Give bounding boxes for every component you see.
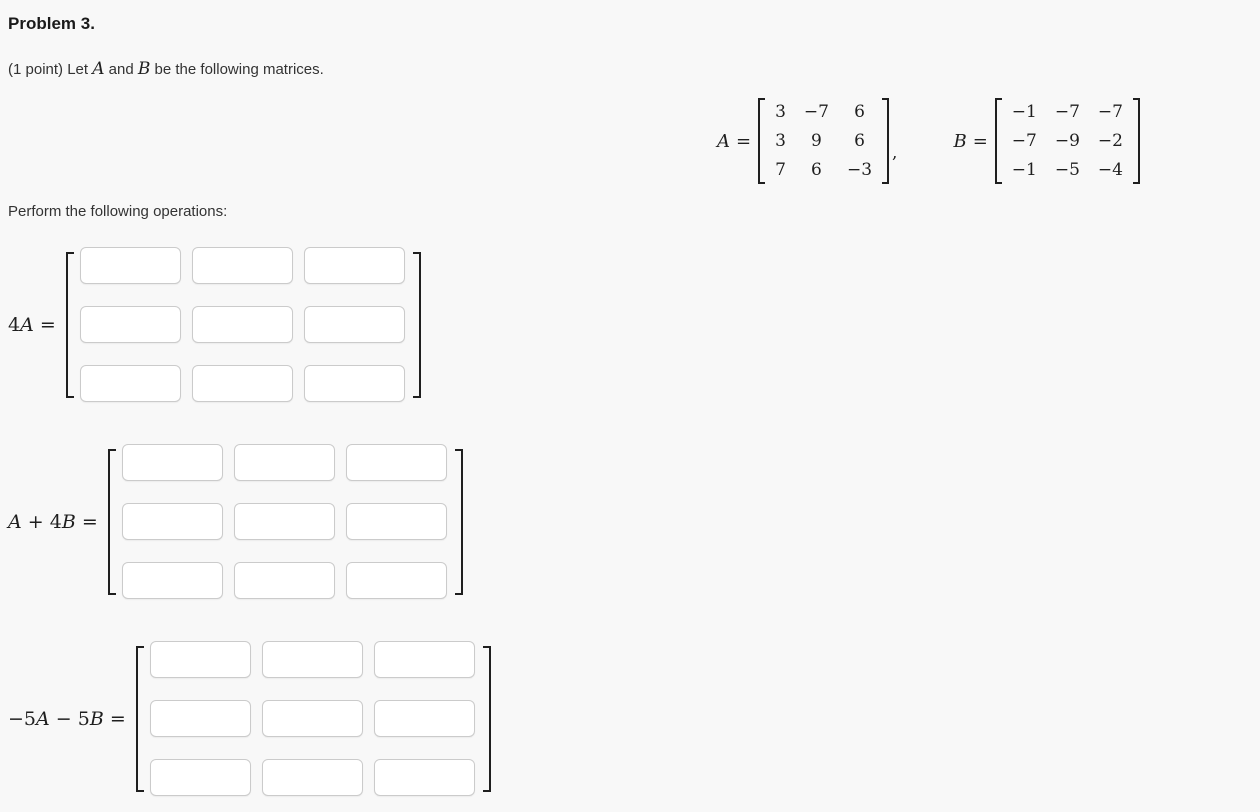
op-label-A-plus-4B: A + 4B = (8, 511, 98, 533)
op-label-token: = (75, 510, 98, 533)
answer-input-A+4B-r1c1[interactable] (121, 444, 223, 481)
matrix-a-label: A= (717, 131, 758, 152)
matrix-a-symbol: A (92, 59, 105, 79)
matrix-b-cell-r3c1: −1 (1011, 159, 1037, 180)
answer-input--5A-5B-r2c2[interactable] (261, 700, 363, 737)
op-label-token: 4 (8, 313, 21, 336)
matrix-a-cell-r3c1: 7 (775, 159, 786, 180)
answer-input-A+4B-r2c1[interactable] (121, 503, 223, 540)
op-label-4A: 4A = (8, 314, 56, 336)
answer-input--5A-5B-r3c2[interactable] (261, 759, 363, 796)
matrix-b-values: −1 −7 −7 −7 −9 −2 −1 −5 −4 (1002, 98, 1133, 185)
intro-line: (1 point) Let A and B be the following m… (8, 58, 1260, 81)
op-label-token: A (8, 510, 22, 533)
intro-prefix: (1 point) Let (8, 61, 93, 78)
matrix-a-cell-r1c1: 3 (775, 101, 786, 122)
answer-input-A+4B-r3c1[interactable] (121, 562, 223, 599)
matrix-a-name: A (717, 130, 730, 152)
answer-input-4A-r3c1[interactable] (79, 365, 181, 402)
matrix-b-symbol: B (137, 59, 151, 79)
answer-minus5A-minus-5B-right-bracket (482, 645, 491, 792)
matrix-b: −1 −7 −7 −7 −9 −2 −1 −5 −4 (994, 98, 1140, 185)
matrix-b-name: B (953, 130, 967, 152)
answer-A-plus-4B-right-bracket (454, 448, 463, 595)
matrix-b-equals: = (972, 130, 988, 152)
matrix-b-cell-r1c1: −1 (1011, 101, 1037, 122)
op-label-token: B (89, 707, 104, 730)
answer-input--5A-5B-r2c3[interactable] (373, 700, 475, 737)
answer-input-4A-r3c3[interactable] (303, 365, 405, 402)
answer-input--5A-5B-r1c1[interactable] (149, 641, 251, 678)
matrix-a-cell-r1c3: 6 (854, 101, 865, 122)
op-label-token: − 5 (49, 707, 90, 730)
op-label-minus5A-minus-5B: −5A − 5B = (8, 708, 126, 730)
answer-block-minus5A-minus-5B: −5A − 5B = (8, 641, 1260, 796)
answer-input-A+4B-r2c2[interactable] (233, 503, 335, 540)
answer-grid-A-plus-4B (121, 444, 447, 599)
op-label-token: = (103, 707, 126, 730)
answer-input-A+4B-r1c2[interactable] (233, 444, 335, 481)
answer-input-A+4B-r2c3[interactable] (345, 503, 447, 540)
answer-block-4A: 4A = (8, 247, 1260, 402)
answer-input-4A-r2c2[interactable] (191, 306, 293, 343)
matrix-a-cell-r3c3: −3 (846, 159, 873, 180)
matrix-a-cell-r2c1: 3 (775, 130, 786, 151)
matrix-a-cell-r2c2: 9 (811, 130, 822, 151)
matrix-a-cell-r2c3: 6 (854, 130, 865, 151)
matrix-b-cell-r1c3: −7 (1097, 101, 1123, 122)
answer-input-A+4B-r3c3[interactable] (345, 562, 447, 599)
op-label-token: + 4 (21, 510, 62, 533)
answer-block-A-plus-4B: A + 4B = (8, 444, 1260, 599)
answer-grid-4A (79, 247, 405, 402)
answer-input-A+4B-r1c3[interactable] (345, 444, 447, 481)
answer-4A-left-bracket (65, 251, 74, 398)
answer-4A-right-bracket (412, 251, 421, 398)
answer-input--5A-5B-r3c1[interactable] (149, 759, 251, 796)
answer-grid-minus5A-minus-5B (149, 641, 475, 796)
problem-title: Problem 3. (8, 14, 95, 33)
matrix-a-left-bracket (758, 98, 766, 184)
answer-input-A+4B-r3c2[interactable] (233, 562, 335, 599)
matrix-a: 3 −7 6 3 9 6 7 6 −3 (758, 98, 890, 185)
answer-input--5A-5B-r3c3[interactable] (373, 759, 475, 796)
matrix-b-right-bracket (1132, 98, 1140, 184)
answer-input-4A-r1c1[interactable] (79, 247, 181, 284)
matrix-b-cell-r2c3: −2 (1097, 130, 1123, 151)
answer-input-4A-r2c1[interactable] (79, 306, 181, 343)
op-label-token: A (20, 313, 34, 336)
answer-input-4A-r3c2[interactable] (191, 365, 293, 402)
matrix-b-cell-r2c1: −7 (1011, 130, 1037, 151)
op-label-token: = (33, 313, 56, 336)
matrix-b-cell-r3c3: −4 (1097, 159, 1123, 180)
answer-minus5A-minus-5B-left-bracket (135, 645, 144, 792)
answer-input--5A-5B-r1c3[interactable] (373, 641, 475, 678)
intro-suffix: be the following matrices. (150, 61, 324, 78)
matrix-b-cell-r1c2: −7 (1054, 101, 1080, 122)
matrix-a-cell-r3c2: 6 (811, 159, 822, 180)
matrix-b-cell-r2c2: −9 (1054, 130, 1080, 151)
answer-input--5A-5B-r1c2[interactable] (261, 641, 363, 678)
matrix-a-values: 3 −7 6 3 9 6 7 6 −3 (765, 98, 882, 185)
answer-input-4A-r1c2[interactable] (191, 247, 293, 284)
matrix-a-equals: = (736, 130, 752, 152)
matrix-b-label: B= (953, 131, 994, 152)
matrix-a-right-bracket (882, 98, 890, 184)
answer-input-4A-r1c3[interactable] (303, 247, 405, 284)
op-label-token: A (36, 707, 50, 730)
intro-mid: and (104, 61, 138, 78)
matrix-b-left-bracket (994, 98, 1002, 184)
answer-input-4A-r2c3[interactable] (303, 306, 405, 343)
matrix-a-cell-r1c2: −7 (803, 101, 829, 122)
op-label-token: −5 (8, 707, 37, 730)
answer-input--5A-5B-r2c1[interactable] (149, 700, 251, 737)
operations-instruction: Perform the following operations: (8, 203, 228, 220)
op-label-token: B (61, 510, 76, 533)
answer-A-plus-4B-left-bracket (107, 448, 116, 595)
matrix-separator-comma: , (892, 143, 898, 163)
matrix-b-cell-r3c2: −5 (1054, 159, 1080, 180)
